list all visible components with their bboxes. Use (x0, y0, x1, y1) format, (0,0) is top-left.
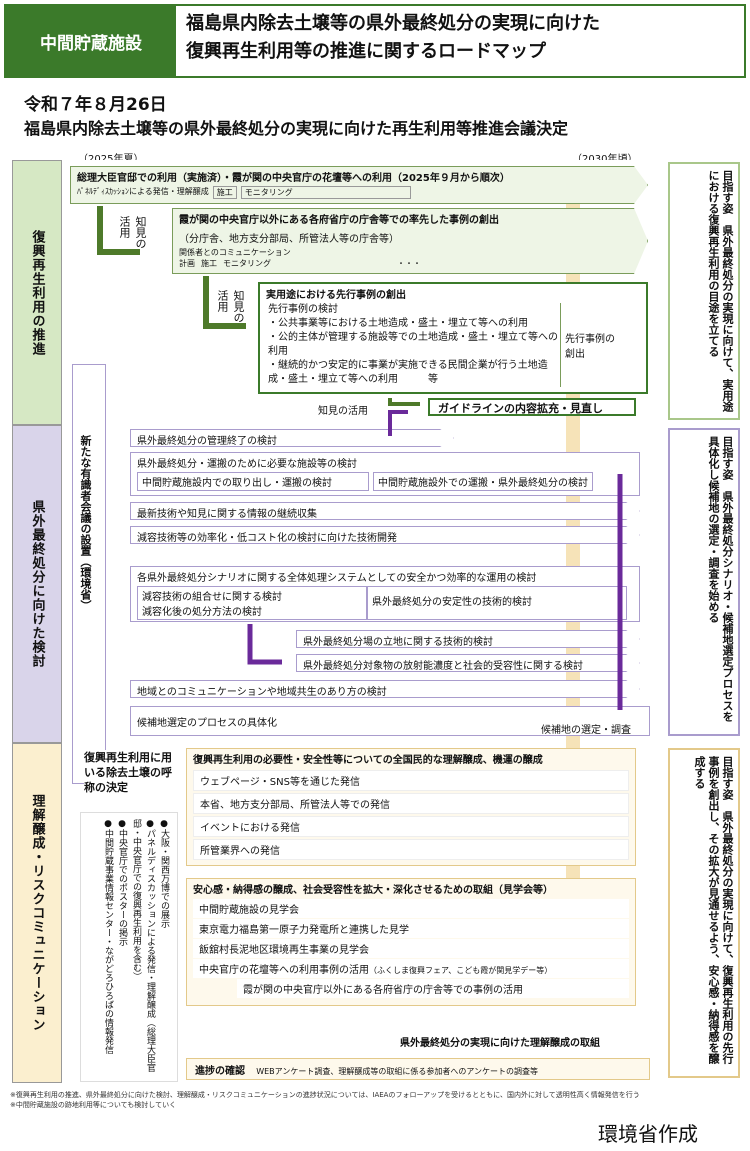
progress-title: 進捗の確認 (195, 1066, 245, 1077)
pilot-item1: ・公共事業等における土地造成・盛土・埋立て等への利用 (268, 318, 528, 329)
date: 令和７年８月26日 (24, 95, 167, 115)
ministries-build: 施工 (201, 259, 217, 268)
section-label-disposal: 県外最終処分に向けた検討 (12, 425, 62, 743)
council-text: 新たな有識者会議の設置（環境省） (79, 435, 92, 611)
facilities-in: 中間貯蔵施設内での取り出し・運搬の検討 (137, 472, 369, 491)
title-line2: 復興再生利用等の推進に関するロードマップ (186, 41, 546, 62)
pilot-item2: ・公的主体が管理する施設等での土地造成・盛土・埋立て等への利用 (268, 332, 558, 357)
ministries-comm: 関係者とのコミュニケーション (179, 248, 291, 257)
event-list: ●大阪・関西万博での展示 ●パネルディスカッションによる発信・理解醸成（総理大臣… (80, 812, 178, 1082)
national-4: 所管業界への発信 (193, 839, 629, 860)
pilot-item3: ・継続的かつ安定的に事業が実施できる民間企業が行う土地造成・盛土・埋立て等への利… (268, 360, 548, 385)
acceptance-4-sub: （ふくしま復興フェア、こども霞が関見学デー等） (369, 966, 553, 975)
candidate-text: 候補地の選定・調査 (541, 725, 631, 736)
goal-reuse: 目指す姿 県外最終処分の実現に向けて、実用途における復興再生利用の目途を立てる (668, 162, 740, 420)
kantei-step1: ﾊﾟﾈﾙﾃﾞｨｽｶｯｼｮﾝによる発信・理解醸成 (77, 187, 209, 196)
disposal-understanding: 県外最終処分の実現に向けた理解醸成の取組 (400, 1038, 600, 1049)
footnote-1: ※復興再生利用の推進、県外最終処分に向けた検討、理解醸成・リスクコミュニケーショ… (10, 1091, 640, 1099)
row-region: 地域とのコミュニケーションや地域共生のあり方の検討 (130, 680, 640, 698)
national-title: 復興再生利用の必要性・安全性等についての全国民的な理解醸成、機運の醸成 (193, 755, 543, 766)
system-left2: 減容化後の処分方法の検討 (142, 607, 262, 618)
knowledge-label-3: 知見の活用 (318, 406, 368, 417)
ministries-monitor: モニタリング (223, 259, 271, 268)
ministries-plan: 計画 (179, 259, 195, 268)
row-process: 候補地選定のプロセスの具体化 候補地の選定・調査 (130, 706, 650, 736)
progress-detail: WEBアンケート調査、理解醸成等の取組に係る参加者へのアンケートの調査等 (256, 1067, 538, 1076)
pilot-title: 実用途における先行事例の創出 (266, 290, 406, 301)
timeline-start: （2025年夏） (78, 150, 143, 165)
decision-title: 福島県内除去土壌等の県外最終処分の実現に向けた再生利用等推進会議決定 (24, 119, 569, 138)
row-acceptance: 安心感・納得感の醸成、社会受容性を拡大・深化させるための取組（見学会等） 中間貯… (186, 878, 636, 1006)
row-ministries: 霞が関の中央官庁以外にある各府省庁の庁舎等での率先した事例の創出 （分庁舎、地方… (172, 208, 648, 274)
acceptance-4: 中央官庁の花壇等への利用事例の活用 (199, 965, 369, 976)
kantei-step2: 施工 (213, 186, 237, 199)
row-siting: 県外最終処分場の立地に関する技術的検討 (296, 630, 640, 648)
pilot-item0: 先行事例の検討 (268, 304, 338, 315)
guideline-box: ガイドラインの内容拡充・見直し (428, 398, 636, 416)
row-ministries-title: 霞が関の中央官庁以外にある各府省庁の庁舎等での率先した事例の創出 (179, 215, 499, 226)
kantei-step3: モニタリング (241, 186, 411, 199)
system-left: 減容技術の組合せに関する検討 減容化後の処分方法の検討 (137, 586, 367, 620)
row-concentration: 県外最終処分対象物の放射能濃度と社会的受容性に関する検討 (296, 654, 640, 672)
row-mgmt-end: 県外最終処分の管理終了の検討 (130, 429, 454, 447)
national-1: ウェブページ・SNS等を通じた発信 (193, 770, 629, 791)
event-2: ●パネルディスカッションによる発信・理解醸成（総理大臣官邸・中央官庁での復興再生… (131, 819, 155, 1072)
pilot-create: 先行事例の創出 (560, 303, 628, 387)
row-pilot: 実用途における先行事例の創出 先行事例の検討 ・公共事業等における土地造成・盛土… (258, 282, 648, 394)
row-tech: 減容技術等の効率化・低コスト化の検討に向けた技術開発 (130, 526, 640, 544)
process-text: 候補地選定のプロセスの具体化 (137, 718, 277, 729)
green-arrow-2 (203, 276, 246, 329)
row-info: 最新技術や知見に関する情報の継続収集 (130, 502, 640, 520)
purple-arrow-left (247, 624, 282, 665)
row-system: 各県外最終処分シナリオに関する全体処理システムとしての安全かつ効率的な運用の検討… (130, 566, 640, 622)
section-label-communication: 理解醸成・リスクコミュニケーション (12, 743, 62, 1083)
facilities-title: 県外最終処分・運搬のために必要な施設等の検討 (137, 459, 357, 470)
event-3: ●中央官庁でのポスターの掲示 (117, 819, 127, 946)
purple-arrow-up (388, 410, 408, 436)
knowledge-label-1: 知見の活用 (118, 216, 147, 249)
council-box: 新たな有識者会議の設置（環境省） (72, 364, 106, 784)
page-title: 福島県内除去土壌等の県外最終処分の実現に向けた復興再生利用等の推進に関するロード… (186, 10, 742, 66)
acceptance-title: 安心感・納得感の醸成、社会受容性を拡大・深化させるための取組（見学会等） (193, 885, 553, 896)
acceptance-1: 中間貯蔵施設の見学会 (193, 899, 629, 918)
national-2: 本省、地方支分部局、所管法人等での発信 (193, 793, 629, 814)
signature: 環境省作成 (598, 1122, 698, 1146)
facilities-out: 中間貯蔵施設外での運搬・県外最終処分の検討 (373, 472, 593, 491)
goal-disposal: 目指す姿 県外最終処分シナリオ・候補地選定プロセスを具体化し候補地の選定・調査を… (668, 428, 740, 736)
row-kantei: 総理大臣官邸での利用（実施済）・霞が関の中央官庁の花壇等への利用（2025年９月… (70, 166, 648, 204)
goal-communication: 目指す姿 県外最終処分の実現に向けて、復興再生利用の先行事例を創出し、その拡大が… (668, 748, 740, 1078)
system-right: 県外最終処分の安定性の技術的検討 (367, 586, 627, 620)
row-facilities: 県外最終処分・運搬のために必要な施設等の検討 中間貯蔵施設内での取り出し・運搬の… (130, 452, 640, 496)
row-kantei-title: 総理大臣官邸での利用（実施済）・霞が関の中央官庁の花壇等への利用（2025年９月… (77, 173, 510, 184)
acceptance-2: 東京電力福島第一原子力発電所と連携した見学 (193, 919, 629, 938)
ministries-dots: ・・・ (397, 259, 421, 268)
footnote-2: ※中間貯蔵施設の跡地利用等についても検討していく (10, 1101, 177, 1109)
row-ministries-sub: （分庁舎、地方支分部局、所管法人等の庁舎等） (179, 234, 399, 245)
naming-decision: 復興再生利用に用いる除去土壌の呼称の決定 (84, 750, 180, 795)
event-4: ●中間貯蔵事業情報センター・ながどろひろばの情報発信 (103, 819, 113, 1054)
header-tag: 中間貯蔵施設 (6, 6, 176, 76)
national-3: イベントにおける発信 (193, 816, 629, 837)
system-title: 各県外最終処分シナリオに関する全体処理システムとしての安全かつ効率的な運用の検討 (137, 573, 537, 584)
system-left1: 減容技術の組合せに関する検討 (142, 592, 282, 603)
pilot-list: 先行事例の検討 ・公共事業等における土地造成・盛土・埋立て等への利用 ・公的主体… (260, 303, 560, 387)
green-arrow-1 (97, 206, 140, 255)
acceptance-3: 飯舘村長泥地区環境再生事業の見学会 (193, 939, 629, 958)
event-1: ●大阪・関西万博での展示 (159, 819, 169, 928)
acceptance-5: 霞が関の中央官庁以外にある各府省庁の庁舎等での事例の活用 (237, 979, 629, 998)
row-progress: 進捗の確認 WEBアンケート調査、理解醸成等の取組に係る参加者へのアンケートの調… (186, 1058, 650, 1080)
title-line1: 福島県内除去土壌等の県外最終処分の実現に向けた (186, 13, 600, 34)
row-national: 復興再生利用の必要性・安全性等についての全国民的な理解醸成、機運の醸成 ウェブペ… (186, 748, 636, 866)
green-arrow-3 (388, 398, 420, 406)
knowledge-label-2: 知見の活用 (216, 290, 245, 323)
timeline-end: （2030年頃） (572, 150, 637, 165)
section-label-reuse: 復興再生利用の推進 (12, 160, 62, 425)
